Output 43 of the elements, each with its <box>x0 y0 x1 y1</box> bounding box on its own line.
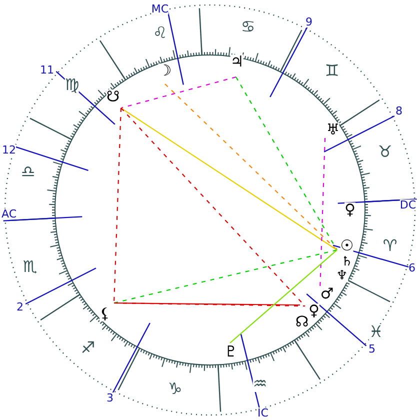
house-number: IC <box>258 408 268 418</box>
aspect-line <box>120 108 338 250</box>
aspect-line <box>120 108 306 306</box>
planet-symbol: ☉ <box>340 238 354 254</box>
planet-symbol: ☽ <box>158 64 172 78</box>
zodiac-sign-symbol: ♓ <box>368 324 384 340</box>
zodiac-sign-symbol: ♍ <box>64 77 80 93</box>
house-number: MC <box>151 4 169 14</box>
planet-symbol: ♀ <box>308 304 320 318</box>
house-number: 2 <box>16 302 24 312</box>
aspect-line <box>236 76 338 250</box>
house-number: 5 <box>368 344 376 354</box>
house-number: AC <box>2 208 16 220</box>
aspect-line <box>114 249 338 304</box>
zodiac-sign-symbol: ♊ <box>324 63 340 79</box>
zodiac-sign-symbol: ♉ <box>378 144 392 160</box>
zodiac-sign-symbol: ♐ <box>80 340 96 356</box>
zodiac-sign-symbol: ♌ <box>152 25 168 41</box>
zodiac-sign-symbol: ♒ <box>252 376 268 392</box>
house-number: 8 <box>396 106 402 116</box>
planet-symbol: ♅ <box>326 122 340 138</box>
planet-symbol: ♆ <box>336 270 348 282</box>
planet-symbol: ☊ <box>295 314 309 330</box>
house-number: 3 <box>106 392 114 404</box>
planet-symbol: ♀ <box>344 202 356 218</box>
planet-symbol: ☋ <box>106 90 120 104</box>
planet-symbol: ♂ <box>320 286 334 302</box>
house-number: 11 <box>40 64 54 76</box>
planet-symbol: ♃ <box>230 54 244 70</box>
aspect-line <box>120 76 236 109</box>
zodiac-sign-symbol: ♑ <box>168 381 182 397</box>
planet-symbol: ⚸ <box>100 306 110 322</box>
house-number: 6 <box>408 262 416 274</box>
house-number: 12 <box>2 144 16 156</box>
planet-symbol: ♄ <box>341 256 353 268</box>
zodiac-sign-symbol: ♈ <box>382 238 398 254</box>
aspect-line <box>113 108 122 304</box>
aspect-line <box>230 250 338 344</box>
aspect-line <box>114 302 305 307</box>
house-number: DC <box>400 200 416 210</box>
zodiac-sign-symbol: ♏ <box>22 259 38 275</box>
house-number: 9 <box>306 16 312 28</box>
aspect-line <box>164 84 338 250</box>
